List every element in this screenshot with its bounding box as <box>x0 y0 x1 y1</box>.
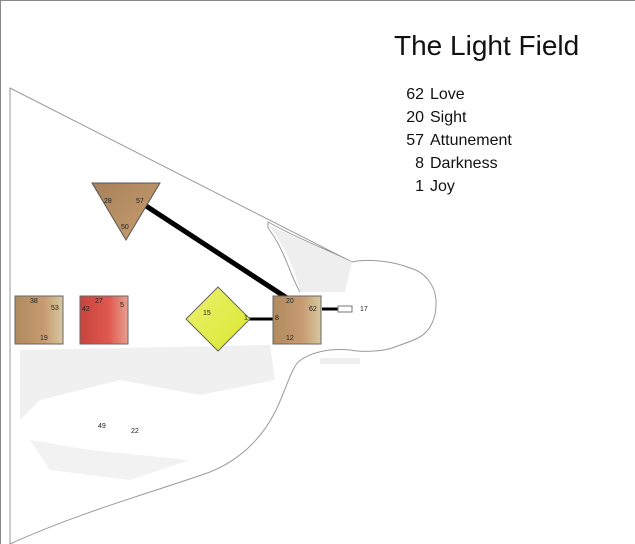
shading-lower <box>20 345 275 420</box>
face-profile <box>267 221 353 293</box>
box-right-label-d: 12 <box>286 335 294 342</box>
legend-number: 8 <box>415 155 424 172</box>
legend-number: 20 <box>406 109 424 126</box>
box-left-label-b: 53 <box>51 305 59 312</box>
legend-label: Love <box>430 86 465 103</box>
shading-upper <box>268 225 352 292</box>
diamond-label-b: 1 <box>244 315 248 322</box>
node-diamond[interactable]: 15 1 <box>185 286 251 352</box>
node-box-red[interactable]: 27 42 5 <box>79 295 129 345</box>
node-box-right[interactable]: 20 62 8 12 <box>272 295 322 345</box>
shading-bottom <box>30 440 190 480</box>
legend-item: 1 Joy <box>400 175 512 198</box>
box-left-label-c: 19 <box>40 335 48 342</box>
legend-item: 62 Love <box>400 83 512 106</box>
node-22-label: 22 <box>131 428 139 435</box>
node-49-label: 49 <box>98 423 106 430</box>
triangle-label-c: 50 <box>121 224 129 231</box>
diamond-label-a: 15 <box>203 310 211 317</box>
legend-item: 57 Attunement <box>400 129 512 152</box>
page-title: The Light Field <box>394 30 580 61</box>
legend-label: Sight <box>430 109 467 126</box>
box-red-label-c: 5 <box>120 302 124 309</box>
node-17-label: 17 <box>360 306 368 313</box>
legend-label: Darkness <box>430 155 498 172</box>
box-red-label-b: 42 <box>82 306 90 313</box>
legend-number: 62 <box>406 86 424 103</box>
box-red-label-a: 27 <box>95 298 103 305</box>
triangle-label-b: 57 <box>136 198 144 205</box>
box-right-label-a: 20 <box>286 298 294 305</box>
legend: 62 Love 20 Sight 57 Attunement 8 Darknes… <box>400 83 512 198</box>
shading-band <box>320 358 360 364</box>
connector-triangle-to-box <box>138 199 292 303</box>
box-right-label-b: 62 <box>309 306 317 313</box>
legend-number: 1 <box>415 178 424 195</box>
box-left-label-a: 38 <box>30 298 38 305</box>
legend-item: 20 Sight <box>400 106 512 129</box>
legend-number: 57 <box>406 132 424 149</box>
triangle-label-a: 28 <box>104 198 112 205</box>
node-triangle[interactable]: 28 57 50 <box>91 182 161 241</box>
node-box-left[interactable]: 38 53 19 <box>14 295 64 345</box>
box-right-label-c: 8 <box>275 315 279 322</box>
legend-label: Attunement <box>430 132 512 149</box>
legend-label: Joy <box>430 178 455 195</box>
legend-item: 8 Darkness <box>400 152 512 175</box>
node-17-bar <box>337 305 353 313</box>
